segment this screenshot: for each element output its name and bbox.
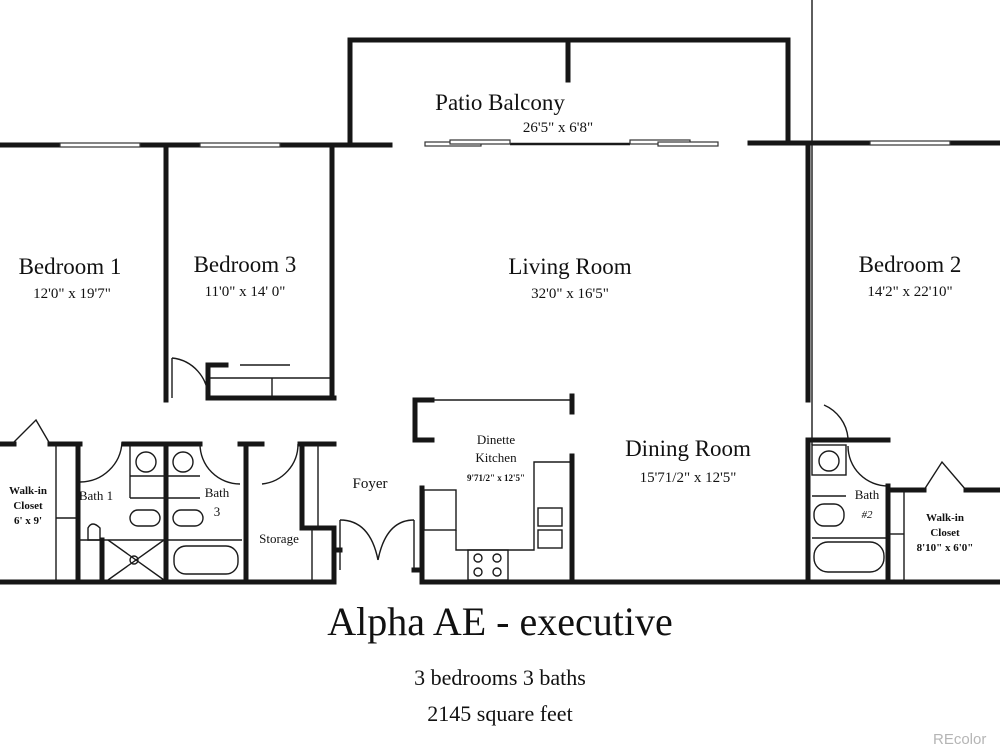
pantry xyxy=(412,393,575,443)
plan-title: Alpha AE - executive xyxy=(327,599,672,644)
door-swing xyxy=(847,445,889,487)
bedroom1-dims: 12'0" x 19'7" xyxy=(33,286,111,302)
bedroom3-dims: 11'0" x 14' 0" xyxy=(205,284,286,300)
toilet-icon xyxy=(129,509,161,527)
closet-right-label-1: Walk-in xyxy=(926,512,964,524)
bedroom2-walls xyxy=(805,142,849,439)
bedroom3-walls xyxy=(163,142,337,403)
exterior-top-wall xyxy=(0,139,1000,148)
watermark: REcolor xyxy=(933,731,986,748)
door-swing xyxy=(171,357,209,399)
closet-left-label-1: Walk-in xyxy=(9,485,47,497)
bathtub-icon xyxy=(173,545,239,575)
patio-dims: 26'5" x 6'8" xyxy=(523,120,593,136)
right-wing-walls xyxy=(805,0,1000,585)
door-swing xyxy=(79,441,123,483)
dining-room-label: Dining Room xyxy=(625,436,751,461)
closet-left-dims: 6' x 9' xyxy=(14,515,42,527)
stove-icon xyxy=(467,549,509,581)
bath2-label-2: #2 xyxy=(862,509,874,521)
bathtub-icon xyxy=(813,541,885,573)
patio-walls xyxy=(347,37,791,147)
dining-room-dims: 15'71/2" x 12'5" xyxy=(640,470,737,486)
bath3-label-1: Bath xyxy=(205,485,230,500)
plan-summary-area: 2145 square feet xyxy=(427,701,572,726)
shower-icon xyxy=(107,539,165,581)
living-room-dims: 32'0" x 16'5" xyxy=(531,286,609,302)
closet-right-label-2: Closet xyxy=(930,527,960,539)
bedroom2-label: Bedroom 2 xyxy=(859,252,962,277)
kitchen xyxy=(419,453,575,585)
sink-icon xyxy=(172,451,194,473)
storage-label: Storage xyxy=(259,531,299,546)
door-swing xyxy=(823,404,849,439)
closet-door xyxy=(923,460,967,491)
bedroom2-dims: 14'2" x 22'10" xyxy=(867,284,952,300)
closet-door xyxy=(11,418,51,445)
left-wing-walls xyxy=(0,418,343,585)
bath1-label: Bath 1 xyxy=(79,488,113,503)
entry-door-left xyxy=(339,519,379,561)
foyer-label: Foyer xyxy=(353,476,388,492)
window xyxy=(199,142,281,148)
dinette-label-1: Dinette xyxy=(477,432,515,447)
door-swing xyxy=(261,443,299,485)
foyer-doors xyxy=(339,519,425,573)
bedroom3-label: Bedroom 3 xyxy=(194,252,297,277)
door-swing xyxy=(199,443,241,485)
patio-label: Patio Balcony xyxy=(435,90,565,115)
closet-left-label-2: Closet xyxy=(13,500,43,512)
toilet-icon xyxy=(813,503,845,527)
living-room-label: Living Room xyxy=(508,254,631,279)
bedroom1-label: Bedroom 1 xyxy=(19,254,122,279)
closet-right-dims: 8'10" x 6'0" xyxy=(917,542,974,554)
dinette-label-2: Kitchen xyxy=(475,450,517,465)
toilet-icon xyxy=(172,509,204,527)
sink-icon xyxy=(135,451,157,473)
dinette-dims: 9'71/2" x 12'5" xyxy=(467,473,525,483)
window xyxy=(869,140,951,146)
bath3-label-2: 3 xyxy=(214,504,221,519)
window xyxy=(59,142,141,148)
entry-door-right xyxy=(377,519,415,561)
bath2-label-1: Bath xyxy=(855,487,880,502)
plan-summary-rooms: 3 bedrooms 3 baths xyxy=(414,665,586,690)
sink-icon xyxy=(818,450,840,472)
